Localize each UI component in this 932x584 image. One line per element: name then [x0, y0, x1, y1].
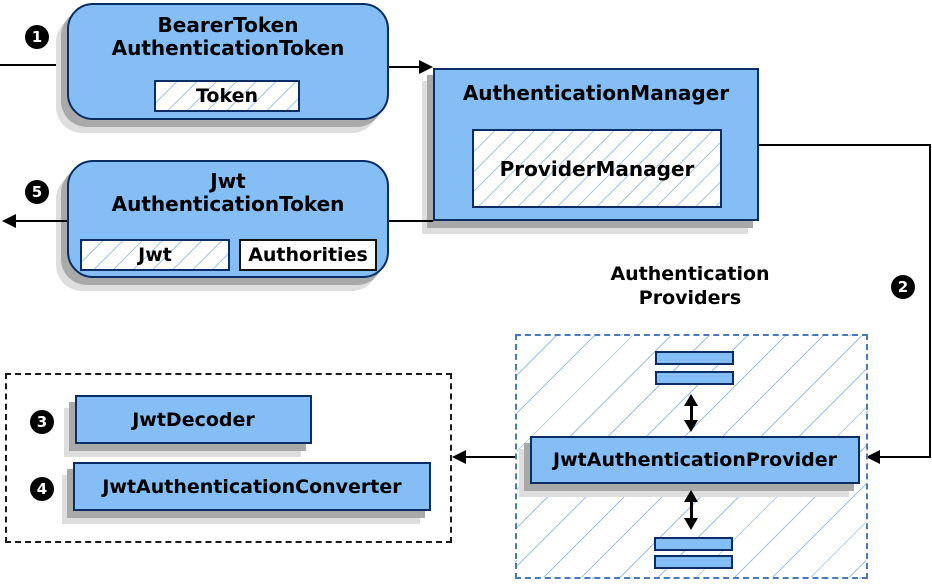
bearer-to-manager-arrowhead	[419, 60, 433, 74]
authentication-manager-title: AuthenticationManager	[462, 81, 730, 105]
provider-to-decoder-arrowhead	[452, 450, 466, 464]
jwt-authentication-provider-node: JwtAuthenticationProvider	[530, 436, 860, 484]
bearer-token-authentication-token-node: BearerToken AuthenticationToken Token	[67, 3, 389, 120]
outgoing-result-arrowhead	[2, 214, 16, 228]
jwt-token-title-line1: Jwt	[210, 169, 246, 193]
incoming-request-line	[0, 64, 67, 66]
other-provider-bar-top-1	[655, 351, 734, 365]
manager-to-provider-line-bottom	[880, 456, 931, 458]
bottom-double-arrow-up-head	[684, 490, 698, 502]
other-provider-bar-bottom-2	[654, 555, 733, 569]
bottom-double-arrow-down-head	[684, 518, 698, 530]
jwt-token-title-line2: AuthenticationToken	[111, 192, 345, 216]
bearer-to-manager-line	[389, 66, 421, 68]
other-provider-bar-bottom-1	[654, 537, 733, 551]
top-double-arrow-down-head	[684, 420, 698, 432]
manager-to-provider-line-vertical	[929, 144, 931, 458]
bearer-token-title-line2: AuthenticationToken	[111, 36, 345, 60]
jwt-field: Jwt	[80, 239, 230, 271]
authentication-providers-group: JwtAuthenticationProvider	[515, 334, 868, 579]
top-double-arrow-up-head	[684, 394, 698, 406]
bottom-double-arrow-stem	[690, 500, 693, 520]
step-5-badge: 5	[25, 180, 49, 204]
authorities-field: Authorities	[239, 239, 377, 271]
manager-to-provider-arrowhead	[866, 450, 880, 464]
step-3-badge: 3	[30, 410, 54, 434]
top-double-arrow-stem	[690, 404, 693, 424]
jwt-authentication-token-node: Jwt AuthenticationToken Jwt Authorities	[67, 160, 389, 278]
step-1-badge: 1	[25, 25, 49, 49]
authentication-manager-node: AuthenticationManager ProviderManager	[433, 68, 759, 221]
authentication-providers-label: Authentication Providers	[565, 262, 815, 310]
manager-to-provider-line-top	[759, 144, 931, 146]
authentication-providers-label-line1: Authentication	[610, 263, 770, 285]
provider-manager-box: ProviderManager	[472, 129, 722, 208]
bearer-token-title-line1: BearerToken	[157, 13, 299, 37]
token-field: Token	[154, 80, 300, 112]
jwt-authentication-converter-node: JwtAuthenticationConverter	[73, 462, 431, 511]
manager-to-jwt-token-line	[389, 220, 433, 222]
step-4-badge: 4	[30, 477, 54, 501]
step-2-badge: 2	[891, 275, 915, 299]
other-provider-bar-top-2	[655, 371, 734, 385]
authentication-providers-label-line2: Providers	[638, 287, 742, 309]
provider-to-decoder-line	[464, 456, 515, 458]
decoder-converter-group: JwtDecoder 3 JwtAuthenticationConverter …	[5, 373, 452, 543]
outgoing-result-line	[14, 220, 67, 222]
jwt-decoder-node: JwtDecoder	[75, 395, 312, 444]
